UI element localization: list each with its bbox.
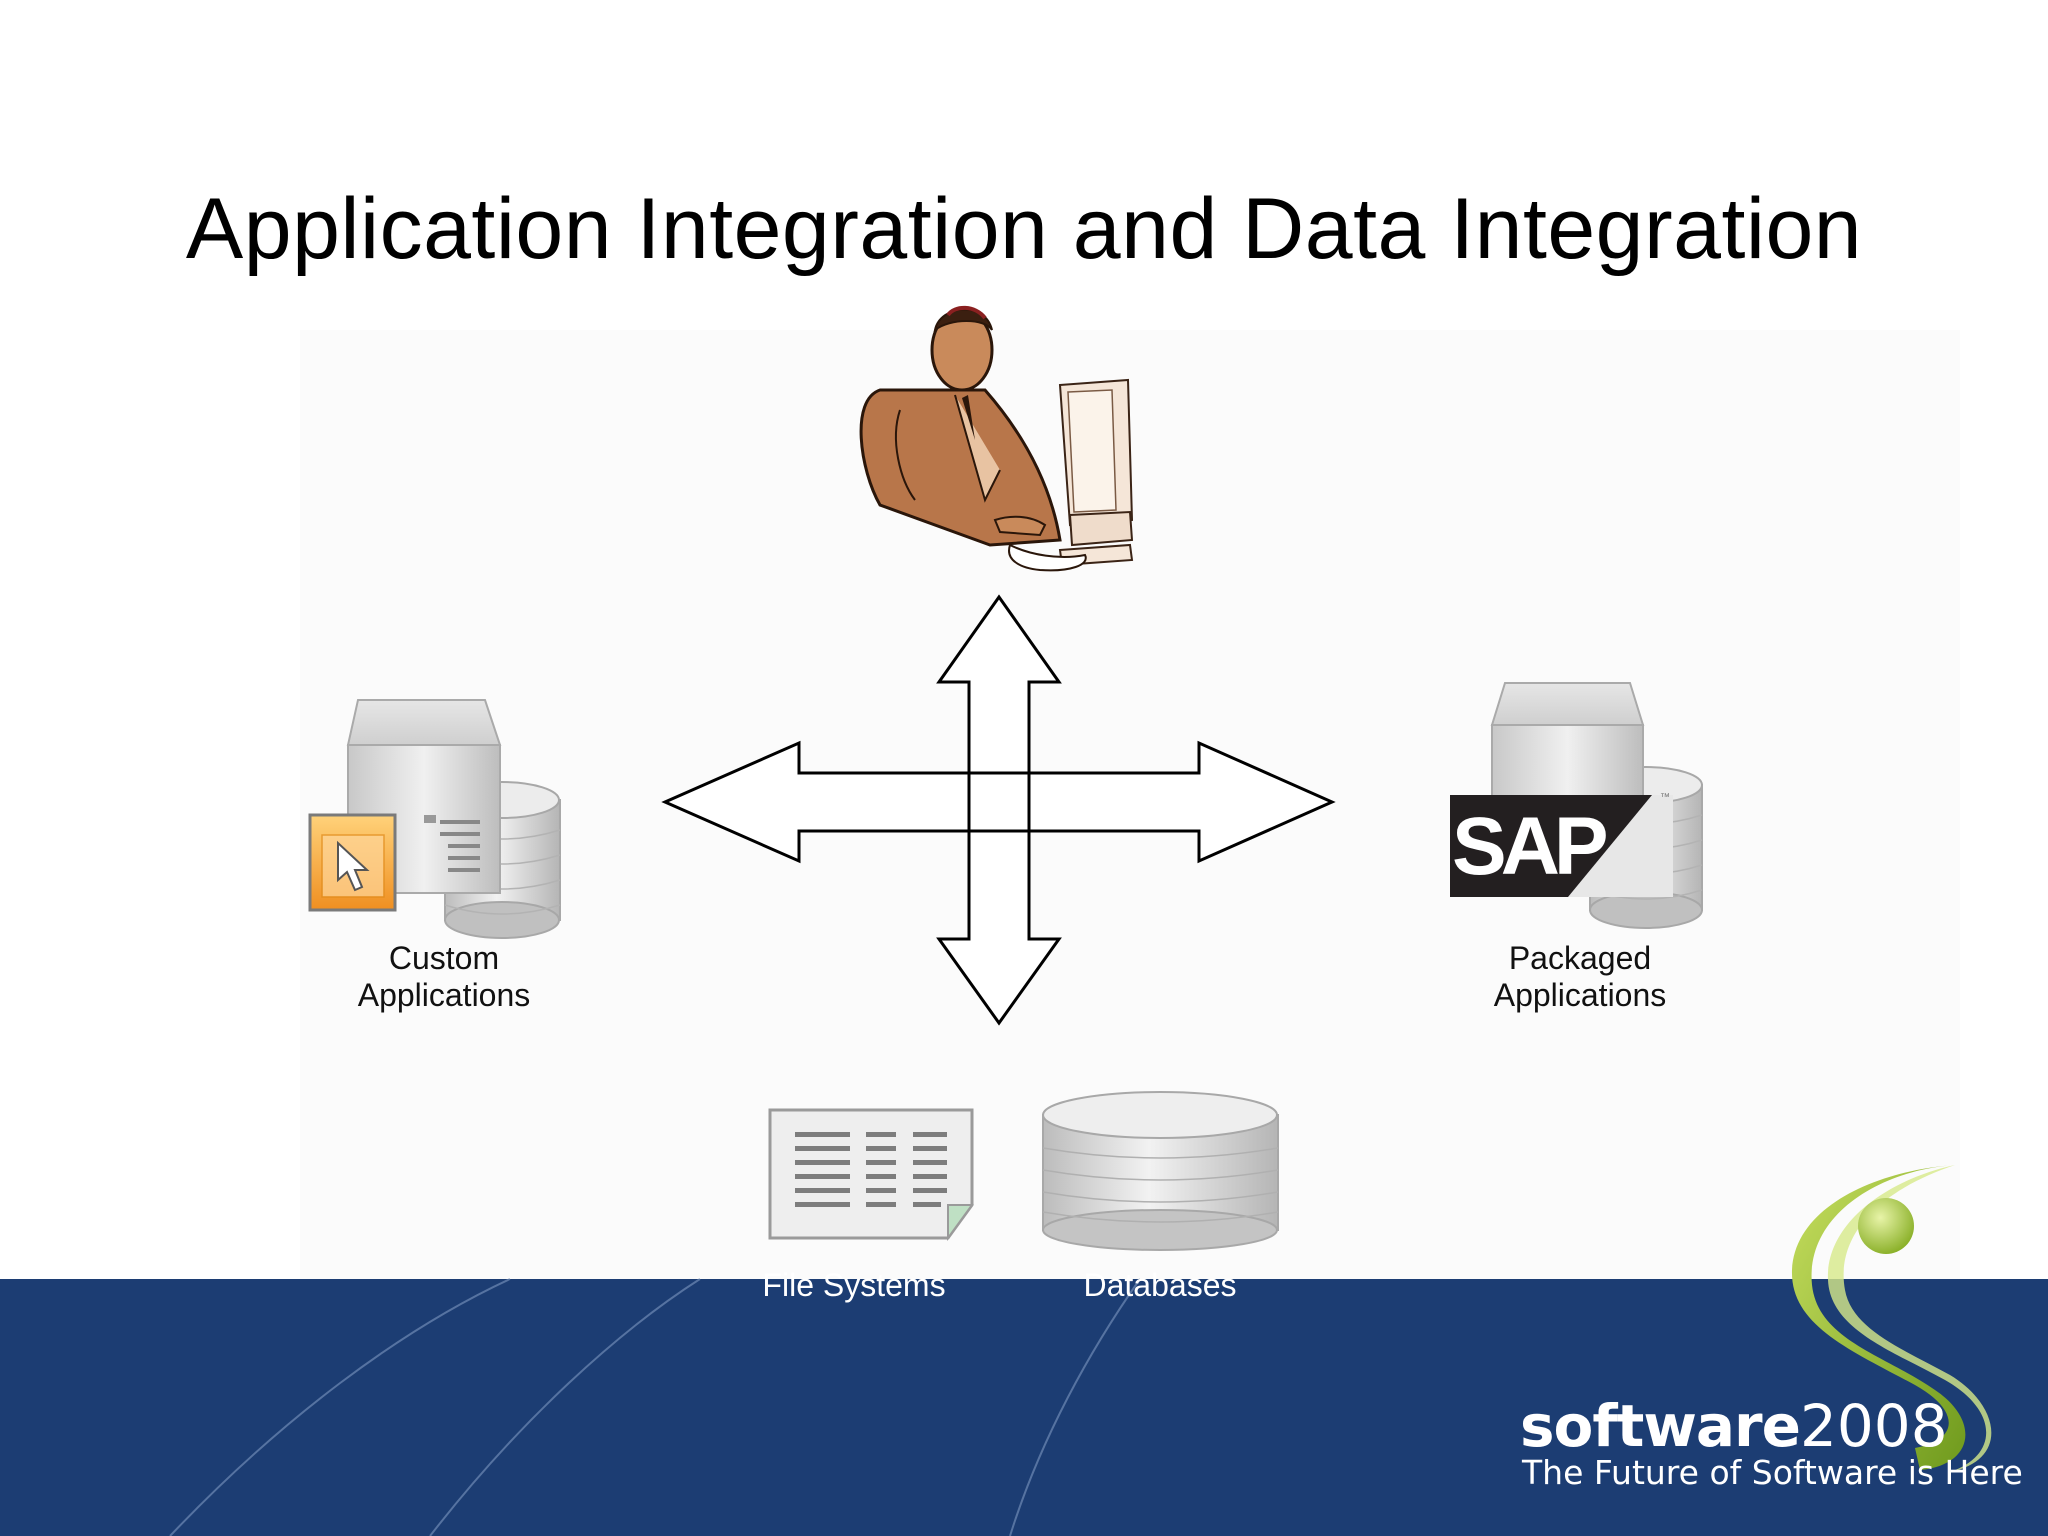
slide-title: Application Integration and Data Integra… [185, 181, 1863, 277]
footer-band [0, 1278, 2048, 1536]
software2008-wordmark: software2008 [1520, 1392, 1948, 1460]
databases-label: Databases [1083, 1267, 1237, 1303]
person-at-computer-icon [859, 305, 1134, 572]
database-icon [1042, 1091, 1279, 1251]
sap-trademark: ™ [1660, 792, 1670, 803]
software2008-tagline: The Future of Software is Here [1522, 1453, 2023, 1492]
custom-applications-label: Custom Applications [357, 940, 531, 1013]
packaged-applications-label: Packaged Applications [1493, 940, 1667, 1013]
sap-server-icon [1450, 682, 1703, 929]
vertical-double-arrow [936, 594, 1062, 1026]
sap-logo-text: SAP [1452, 801, 1609, 892]
server-with-app-icon [308, 699, 561, 939]
document-icon [768, 1108, 974, 1242]
bidirectional-arrows [661, 594, 1336, 1026]
wordmark-bold: software [1520, 1392, 1801, 1460]
file-systems-label: File Systems [762, 1267, 946, 1303]
wordmark-year: 2008 [1800, 1392, 1948, 1460]
swoosh-logo-icon [1791, 1165, 1992, 1472]
